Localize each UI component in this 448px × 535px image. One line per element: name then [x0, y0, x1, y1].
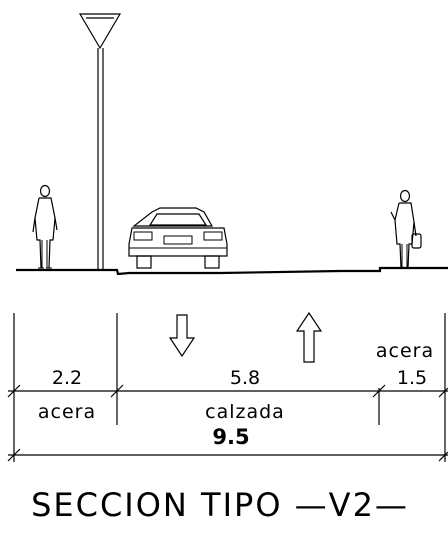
section-title: SECCION TIPO —V2—: [31, 486, 409, 524]
roadway-width: 5.8: [230, 367, 260, 389]
roadway-label: calzada: [205, 401, 285, 423]
pedestrian-icon: [32, 184, 58, 269]
traffic-arrow-up-icon: [295, 311, 323, 363]
left-sidewalk-label: acera: [38, 401, 96, 423]
total-width: 9.5: [212, 425, 249, 449]
traffic-arrow-down-icon: [168, 314, 196, 358]
extension-lines: [13, 313, 446, 462]
right-sidewalk-label: acera: [376, 340, 434, 362]
total-dimension-line: [7, 448, 448, 462]
ground-line: [16, 266, 448, 276]
partial-dimension-line: [7, 384, 448, 398]
right-sidewalk-width: 1.5: [397, 367, 427, 389]
pedestrian-icon: [390, 189, 422, 269]
left-sidewalk-width: 2.2: [52, 367, 82, 389]
street-lamp-icon: [78, 13, 122, 270]
car-icon: [128, 207, 228, 269]
